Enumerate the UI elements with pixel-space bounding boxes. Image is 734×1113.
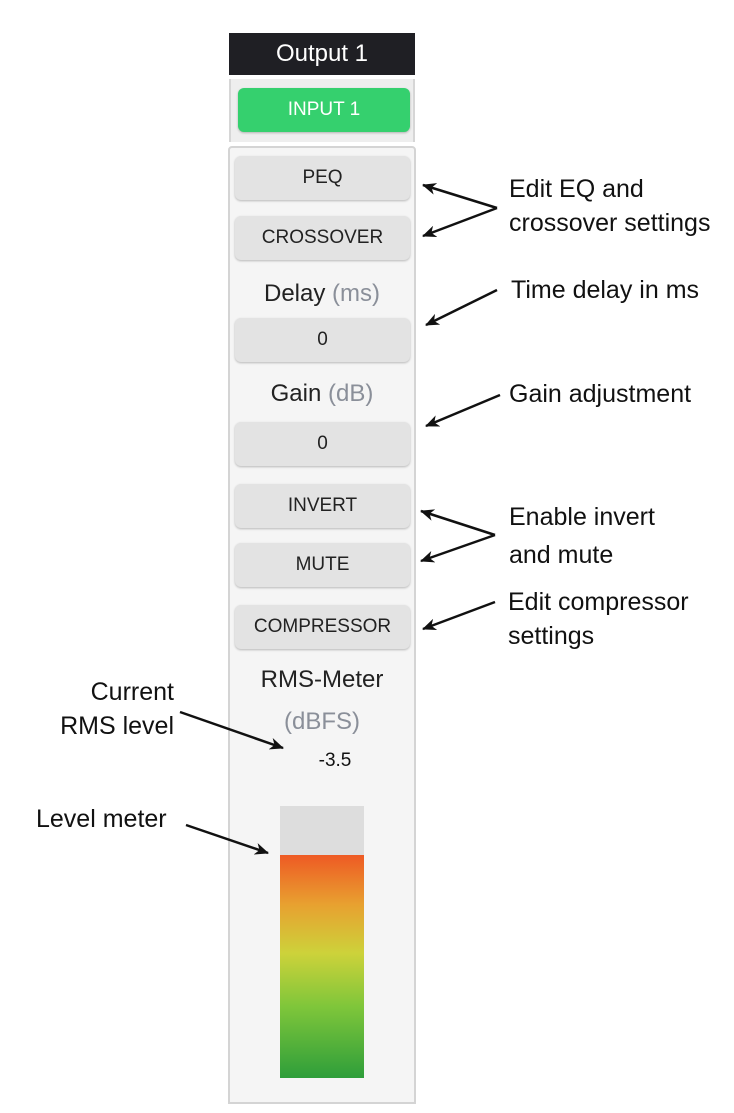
annotation-eq: Edit EQ and crossover settings (509, 172, 710, 240)
annotation-eq-line2: crossover settings (509, 209, 711, 237)
gain-input[interactable]: 0 (235, 422, 410, 466)
mute-button[interactable]: MUTE (235, 543, 410, 587)
annotation-rms-line1: Current (90, 678, 174, 706)
crossover-button[interactable]: CROSSOVER (235, 216, 410, 260)
annotation-invert-mute-line2: and mute (509, 541, 614, 569)
gain-label-text: Gain (270, 380, 322, 407)
annotation-gain: Gain adjustment (509, 380, 692, 408)
output-title: Output 1 (229, 33, 415, 75)
annotation-rms-line2: RMS level (60, 712, 174, 740)
delay-unit: (ms) (332, 280, 380, 307)
annotation-invert-mute-line1: Enable invert (509, 503, 655, 531)
arrow-delay (425, 288, 498, 327)
annotation-eq-line1: Edit EQ and (509, 175, 644, 203)
input-selector-area: INPUT 1 (229, 79, 415, 142)
invert-button[interactable]: INVERT (235, 484, 410, 528)
annotation-compressor-line2: settings (508, 622, 595, 650)
rms-value: -3.5 (318, 750, 352, 771)
arrow-gain (425, 393, 501, 428)
channel-strip: PEQ CROSSOVER Delay (ms) 0 Gain (dB) 0 I… (228, 146, 416, 1104)
compressor-button[interactable]: COMPRESSOR (235, 605, 410, 649)
annotation-compressor: Edit compressor settings (508, 585, 689, 653)
delay-label: Delay (ms) (230, 280, 414, 308)
level-meter-fill (280, 854, 364, 1078)
annotation-delay: Time delay in ms (511, 276, 700, 304)
gain-label: Gain (dB) (230, 380, 414, 408)
input-1-button[interactable]: INPUT 1 (238, 88, 410, 132)
peq-button[interactable]: PEQ (235, 156, 410, 200)
arrow-crossover (422, 206, 498, 238)
level-meter (280, 806, 364, 1078)
rms-meter-label: RMS-Meter (260, 666, 384, 693)
arrow-invert (420, 509, 496, 537)
arrow-rms (179, 710, 284, 750)
gain-unit: (dB) (328, 380, 374, 407)
annotation-invert-mute: Enable invert and mute (509, 500, 655, 572)
arrow-meter (185, 823, 269, 855)
delay-input[interactable]: 0 (235, 318, 410, 362)
arrow-mute (420, 533, 496, 563)
arrow-peq (422, 183, 498, 210)
annotation-meter: Level meter (36, 805, 167, 833)
arrow-compressor (422, 600, 496, 631)
annotation-rms: Current RMS level (40, 675, 174, 743)
delay-label-text: Delay (263, 280, 326, 307)
annotation-compressor-line1: Edit compressor (508, 588, 689, 616)
rms-meter-unit: (dBFS) (283, 708, 360, 735)
